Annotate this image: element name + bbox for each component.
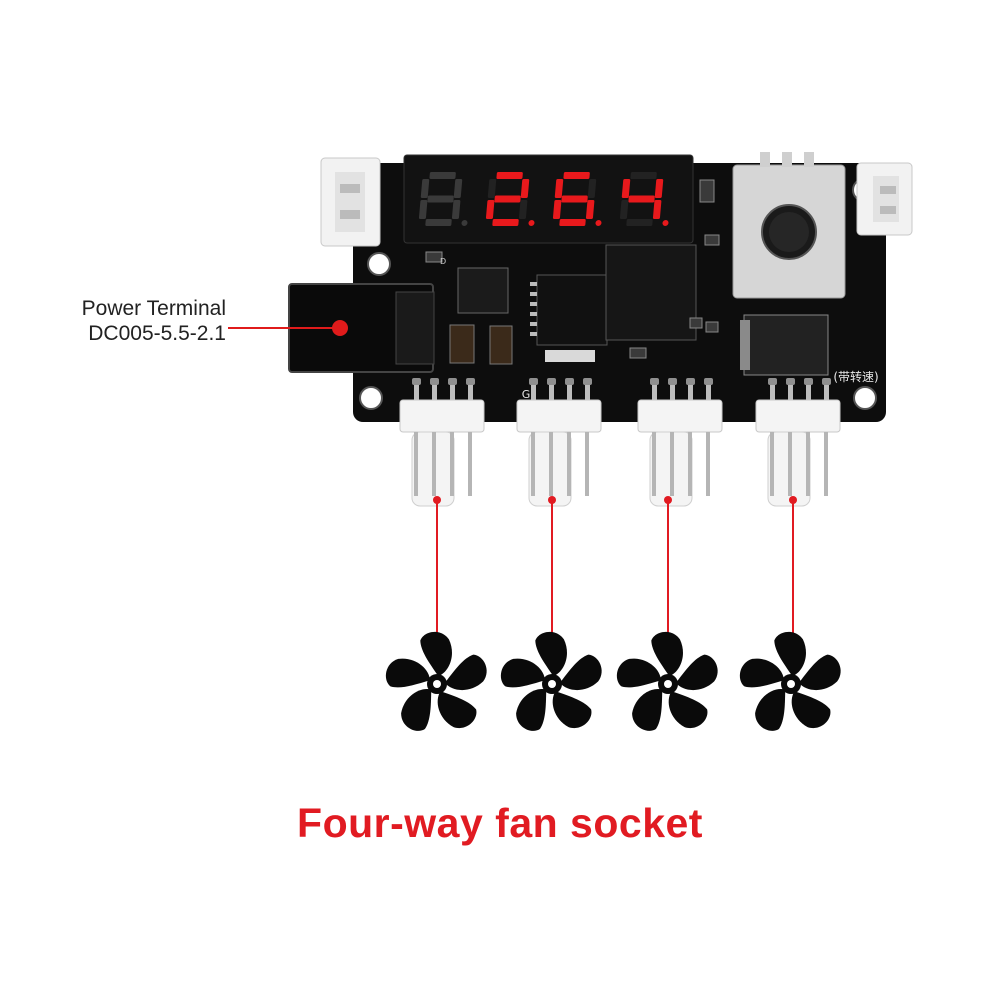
- callout-dot: [433, 496, 441, 504]
- fan-icon: [734, 629, 844, 737]
- fan-socket-connector: [755, 378, 841, 507]
- silk-d: D: [440, 257, 446, 266]
- rotary-encoder-knob: [732, 152, 846, 299]
- input-connector-left: [320, 157, 381, 247]
- display-digit: [418, 172, 468, 226]
- input-connector-right: [856, 162, 913, 236]
- driver-chip: [605, 244, 697, 341]
- fan-sockets: [399, 378, 841, 507]
- voltage-regulator: [743, 314, 829, 376]
- caption-title: Four-way fan socket: [297, 800, 703, 846]
- fan-socket-connector: [516, 378, 602, 507]
- fan-callout-lines: [433, 496, 797, 640]
- callout-dot: [664, 496, 672, 504]
- silk-g: G: [522, 388, 531, 401]
- transistor-left: [457, 267, 509, 314]
- fan-icons: [380, 629, 844, 737]
- power-terminal-model: DC005-5.5-2.1: [88, 322, 226, 345]
- display-digit: [485, 172, 535, 226]
- led-strip: [545, 350, 595, 362]
- speed-note: (带转速): [833, 369, 878, 384]
- components: [425, 179, 829, 376]
- dc-power-jack: [288, 283, 435, 373]
- fan-socket-connector: [637, 378, 723, 507]
- fan-icon: [380, 629, 490, 737]
- fan-icon: [611, 629, 721, 737]
- power-terminal-title: Power Terminal: [81, 297, 226, 320]
- display-digit: [619, 172, 669, 226]
- main-chip: [536, 274, 608, 346]
- seven-segment-display: [403, 154, 694, 244]
- power-terminal-label: Power Terminal DC005-5.5-2.1: [20, 296, 226, 346]
- fan-icon: [495, 629, 605, 737]
- fan-socket-connector: [399, 378, 485, 507]
- callout-dot: [789, 496, 797, 504]
- callout-dot: [548, 496, 556, 504]
- capacitor-right: [489, 325, 513, 365]
- display-digit: [552, 172, 602, 226]
- display-digits: [418, 172, 669, 226]
- capacitor-left: [449, 324, 475, 364]
